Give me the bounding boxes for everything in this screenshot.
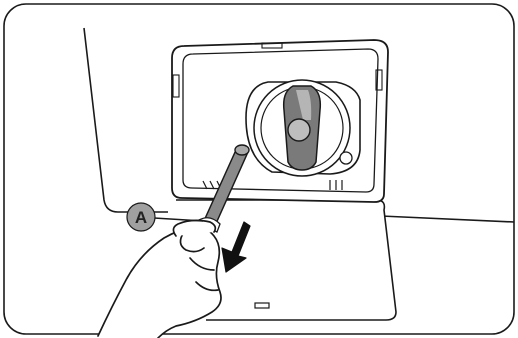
filter-knob-icon — [284, 86, 321, 170]
callout-label: A — [135, 208, 147, 227]
hand-icon — [98, 220, 221, 338]
